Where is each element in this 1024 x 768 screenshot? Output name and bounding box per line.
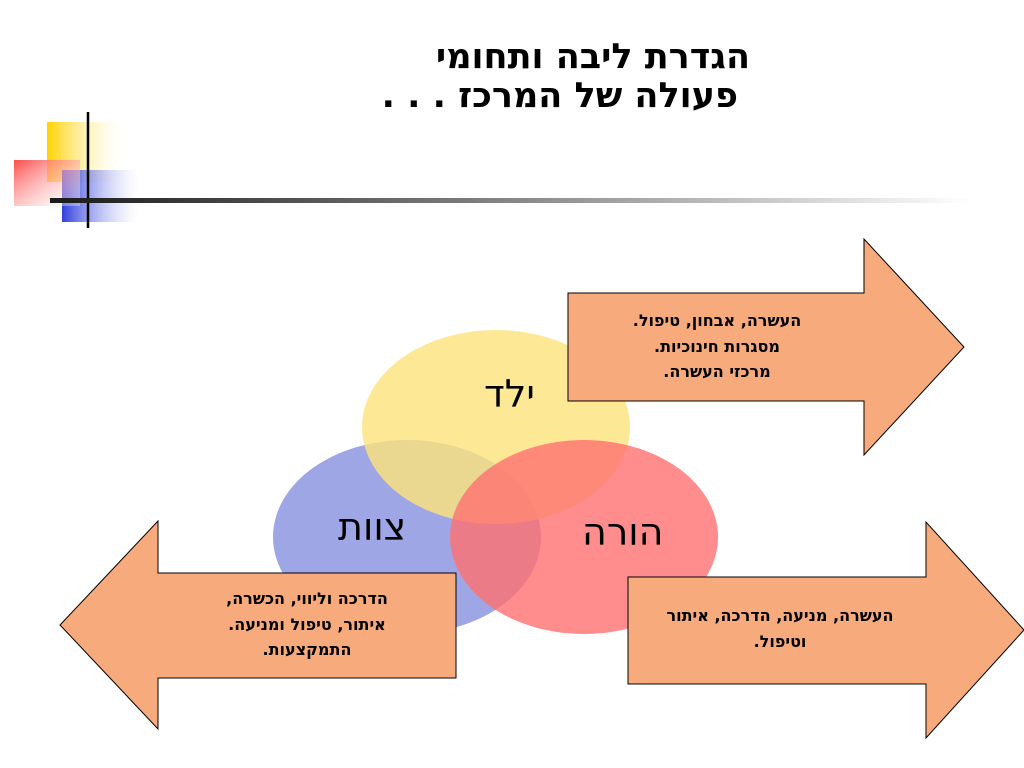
venn-label-child: ילד xyxy=(484,372,535,416)
arrow-team-line-2: איתור, טיפול ומניעה. xyxy=(228,614,386,634)
arrow-child-line-3: מרכזי העשרה. xyxy=(663,362,771,382)
venn-label-parent: הורה xyxy=(582,510,664,554)
arrow-child-line-1: העשרה, אבחון, טיפול. xyxy=(632,311,802,330)
arrow-text-parent: העשרה, מניעה, הדרכה, איתור וטיפול. xyxy=(630,603,930,654)
arrow-team-line-1: הדרכה וליווי, הכשרה, xyxy=(226,589,388,608)
slide-title: הגדרת ליבה ותחומי פעולה של המרכז . . . xyxy=(150,38,750,115)
arrow-team-domains xyxy=(59,519,457,731)
arrow-text-child: העשרה, אבחון, טיפול. מסגרות חינוכיות. מר… xyxy=(570,308,864,385)
arrow-parent-line-1: העשרה, מניעה, הדרכה, איתור xyxy=(666,606,894,625)
arrow-parent-domains xyxy=(627,520,1024,740)
arrow-team-line-3: התמקצעות. xyxy=(262,640,352,660)
corner-decoration xyxy=(14,112,138,228)
arrow-text-team: הדרכה וליווי, הכשרה, איתור, טיפול ומניעה… xyxy=(158,586,456,663)
arrow-child-line-2: מסגרות חינוכיות. xyxy=(654,336,780,356)
arrow-parent-line-2: וטיפול. xyxy=(753,631,807,651)
slide-title-line-1: הגדרת ליבה ותחומי xyxy=(435,37,750,77)
title-underline xyxy=(50,198,970,203)
venn-label-team: צוות xyxy=(338,505,407,549)
arrow-child-domains xyxy=(567,237,965,457)
slide-title-line-2: פעולה של המרכז . . . xyxy=(381,75,738,116)
